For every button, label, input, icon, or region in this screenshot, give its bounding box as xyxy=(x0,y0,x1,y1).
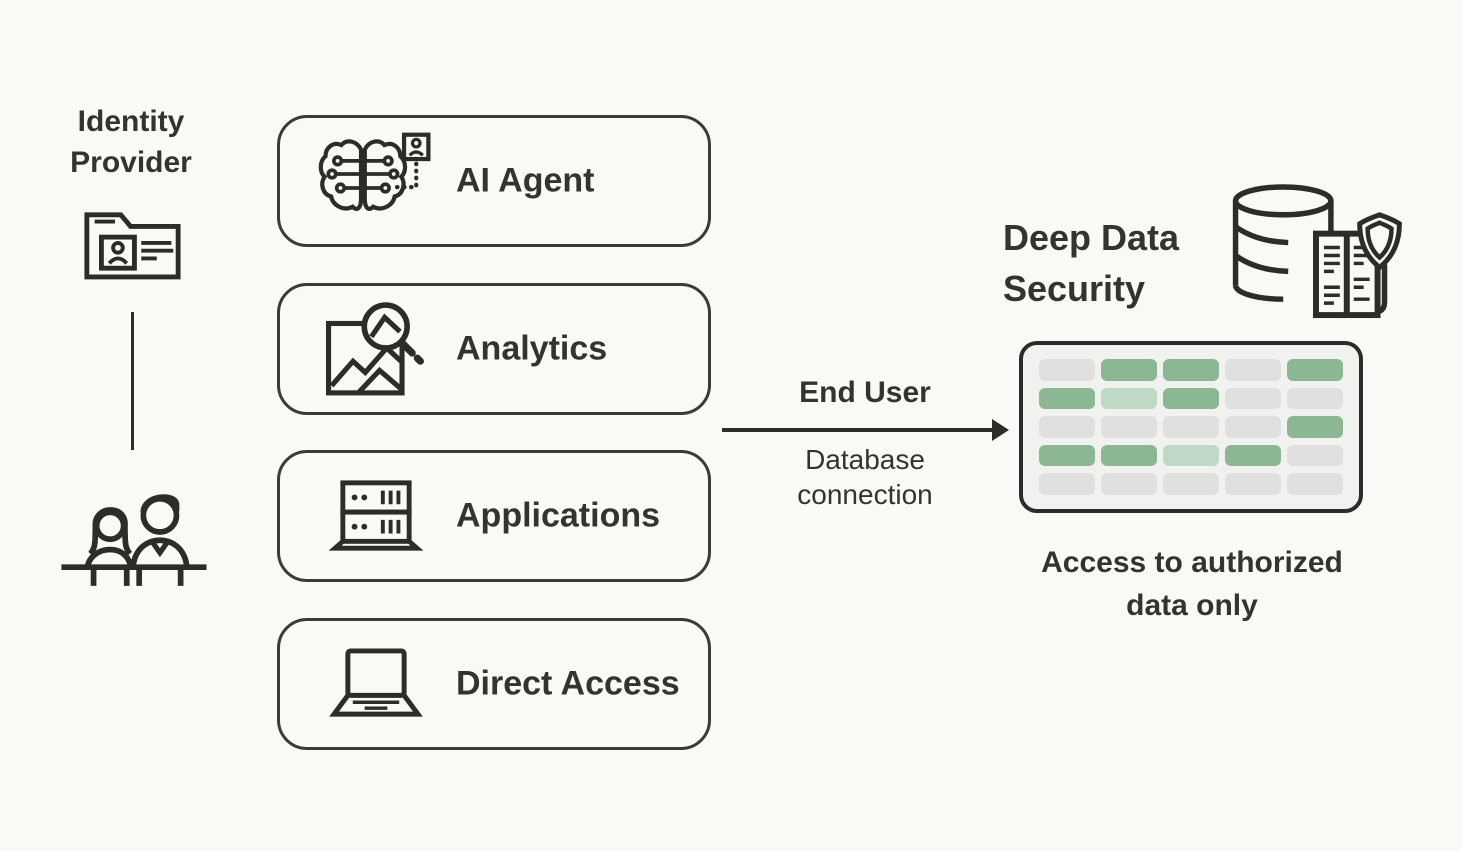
access-caption: Access to authorized data only xyxy=(1041,546,1343,622)
table-cell-green xyxy=(1163,359,1219,381)
table-cell-gray xyxy=(1287,387,1343,410)
channel-box-direct-access: Direct Access xyxy=(277,618,711,750)
id-folder-icon xyxy=(82,200,183,282)
identity-provider-label: Identity Provider xyxy=(70,105,192,179)
table-cell-light xyxy=(1163,444,1219,467)
channel-label: Analytics xyxy=(456,329,608,368)
connection-arrow-head xyxy=(992,419,1009,441)
table-cell-gray xyxy=(1225,473,1281,495)
table-cell-green xyxy=(1163,387,1219,410)
channel-label: Applications xyxy=(456,496,661,535)
channel-box-ai-agent: AI Agent xyxy=(277,115,711,247)
table-cell-gray xyxy=(1039,359,1095,381)
table-cell-gray xyxy=(1163,473,1219,495)
table-cell-gray xyxy=(1287,473,1343,495)
table-cell-green xyxy=(1039,444,1095,467)
table-cell-green xyxy=(1225,444,1281,467)
access-table xyxy=(1019,341,1363,513)
channel-label: AI Agent xyxy=(456,161,595,200)
laptop-icon xyxy=(318,621,434,747)
database-security-icon xyxy=(1228,182,1404,326)
channel-box-analytics: Analytics xyxy=(277,283,711,415)
channel-box-applications: Applications xyxy=(277,450,711,582)
table-cell-gray xyxy=(1225,387,1281,410)
table-cell-gray xyxy=(1039,416,1095,438)
table-cell-light xyxy=(1101,387,1157,410)
table-cell-green xyxy=(1101,444,1157,467)
table-cell-green xyxy=(1039,387,1095,410)
ai-agent-brain-icon xyxy=(318,118,434,244)
database-connection-label: Database connection xyxy=(797,444,933,510)
table-cell-gray xyxy=(1225,416,1281,438)
table-cell-green xyxy=(1101,359,1157,381)
channel-label: Direct Access xyxy=(456,664,680,703)
analytics-chart-icon xyxy=(318,286,434,412)
deep-data-security-title: Deep Data Security xyxy=(1003,217,1180,309)
table-cell-gray xyxy=(1039,473,1095,495)
connection-arrow-line xyxy=(722,428,994,432)
table-cell-green xyxy=(1287,359,1343,381)
table-cell-gray xyxy=(1101,473,1157,495)
identity-connector-line xyxy=(131,312,134,450)
table-cell-green xyxy=(1287,416,1343,438)
table-cell-gray xyxy=(1163,416,1219,438)
table-cell-gray xyxy=(1287,444,1343,467)
end-users-icon xyxy=(56,476,212,590)
application-server-icon xyxy=(318,453,434,579)
end-user-label: End User xyxy=(799,376,931,409)
table-cell-gray xyxy=(1225,359,1281,381)
table-cell-gray xyxy=(1101,416,1157,438)
